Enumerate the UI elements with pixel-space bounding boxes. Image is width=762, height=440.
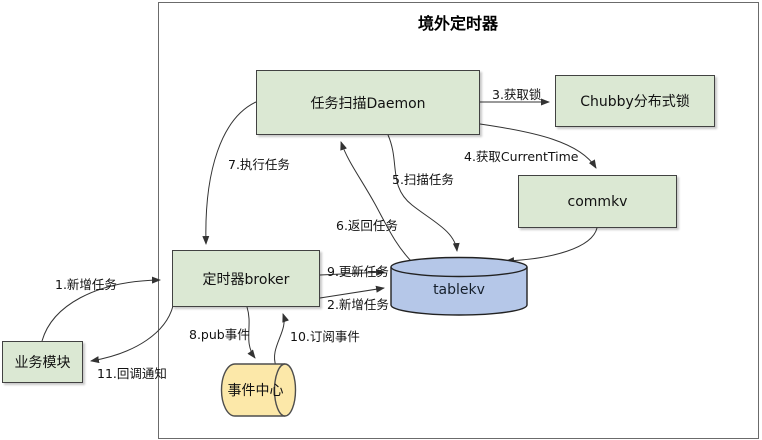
node-chubby-label: Chubby分布式锁 bbox=[580, 94, 690, 110]
edge-label-8-pub-event: 8.pub事件 bbox=[189, 327, 250, 342]
arrow-7-execute-task bbox=[202, 101, 257, 245]
arrow-8-pub-event bbox=[246, 306, 256, 359]
node-commkv: commkv bbox=[518, 175, 677, 228]
arrow-1-add-task bbox=[41, 276, 161, 342]
database-cylinder-icon bbox=[390, 256, 528, 316]
node-task-scan-daemon-label: 任务扫描Daemon bbox=[310, 95, 426, 112]
arrow-5-scan-task bbox=[387, 134, 460, 252]
arrow-6-return-task bbox=[340, 141, 414, 264]
arrow-commkv-to-tablekv bbox=[505, 227, 598, 265]
node-business-module-label: 业务模块 bbox=[14, 355, 71, 371]
edge-label-9-update-task: 9.更新任务 bbox=[327, 264, 389, 279]
queue-cylinder-icon bbox=[220, 363, 297, 417]
node-task-scan-daemon: 任务扫描Daemon bbox=[256, 70, 480, 135]
arrow-10-subscribe-event bbox=[274, 313, 289, 367]
edge-label-11-callback-notify: 11.回调通知 bbox=[97, 366, 167, 381]
node-commkv-label: commkv bbox=[567, 193, 628, 210]
edge-label-5-scan-task: 5.扫描任务 bbox=[392, 172, 454, 187]
node-timer-broker: 定时器broker bbox=[172, 250, 320, 307]
node-chubby-distributed-lock: Chubby分布式锁 bbox=[555, 75, 715, 127]
edge-label-6-return-task: 6.返回任务 bbox=[336, 218, 398, 233]
edge-label-4-get-currenttime: 4.获取CurrentTime bbox=[464, 149, 579, 164]
node-tablekv-database: tablekv bbox=[390, 256, 528, 316]
node-business-module: 业务模块 bbox=[2, 341, 83, 383]
edge-label-2-add-task: 2.新增任务 bbox=[327, 297, 389, 312]
diagram-title: 境外定时器 bbox=[417, 14, 498, 33]
node-timer-broker-label: 定时器broker bbox=[202, 271, 290, 288]
arrow-4-get-currenttime bbox=[479, 123, 597, 169]
node-event-center-label: 事件中心 bbox=[227, 383, 284, 399]
arrow-11-callback-notify bbox=[90, 305, 174, 364]
edge-label-7-execute-task: 7.执行任务 bbox=[228, 157, 290, 172]
edge-label-3-acquire-lock: 3.获取锁 bbox=[492, 87, 542, 102]
edge-label-1-add-task: 1.新增任务 bbox=[55, 277, 117, 292]
arrow-2-add-task bbox=[319, 285, 385, 299]
node-tablekv-label: tablekv bbox=[433, 282, 485, 298]
node-event-center-queue: 事件中心 bbox=[220, 363, 297, 417]
edge-label-10-subscribe-event: 10.订阅事件 bbox=[290, 329, 360, 344]
arrow-9-update-task bbox=[319, 268, 385, 276]
